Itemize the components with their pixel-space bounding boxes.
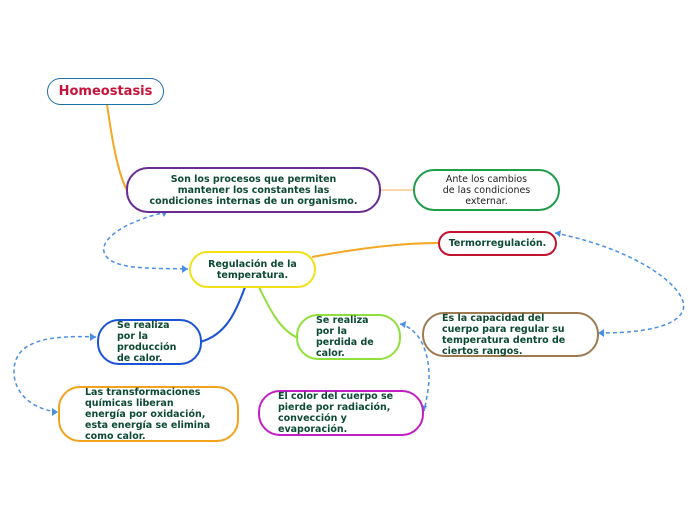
- node-homeostasis-label: Homeostasis: [58, 84, 153, 99]
- node-thermoregulation[interactable]: Termorregulación.: [438, 231, 557, 256]
- node-capacity-label: Es la capacidad del cuerpo para regular …: [442, 312, 566, 357]
- node-thermoregulation-label: Termorregulación.: [448, 238, 547, 249]
- node-chemical[interactable]: Las transformaciones químicas liberan en…: [58, 386, 239, 442]
- node-homeostasis[interactable]: Homeostasis: [47, 78, 164, 105]
- connector-regulation-loss: [258, 286, 299, 339]
- dashed-link-definition-regulation: [103, 211, 189, 270]
- node-heat-production[interactable]: Se realiza por la producción de calor.: [97, 319, 202, 365]
- connector-regulation-thermo: [311, 242, 439, 258]
- connector-regulation-production: [199, 286, 246, 343]
- node-heat-loss-label: Se realiza por la perdida de calor.: [316, 315, 374, 359]
- node-external[interactable]: Ante los cambios de las condiciones exte…: [413, 169, 560, 211]
- node-capacity[interactable]: Es la capacidad del cuerpo para regular …: [422, 312, 599, 357]
- node-body-color[interactable]: El color del cuerpo se pierde por radiac…: [258, 390, 424, 436]
- node-external-label: Ante los cambios de las condiciones exte…: [442, 173, 531, 207]
- node-regulation-label: Regulación de la temperatura.: [208, 258, 297, 281]
- node-definition-label: Son los procesos que permiten mantener l…: [149, 173, 358, 207]
- connector-root-definition: [106, 103, 129, 193]
- node-heat-production-label: Se realiza por la producción de calor.: [117, 320, 177, 364]
- node-chemical-label: Las transformaciones químicas liberan en…: [85, 386, 211, 442]
- node-heat-loss[interactable]: Se realiza por la perdida de calor.: [296, 314, 401, 360]
- node-body-color-label: El color del cuerpo se pierde por radiac…: [278, 391, 394, 435]
- node-definition[interactable]: Son los procesos que permiten mantener l…: [126, 167, 381, 213]
- node-regulation[interactable]: Regulación de la temperatura.: [189, 251, 316, 288]
